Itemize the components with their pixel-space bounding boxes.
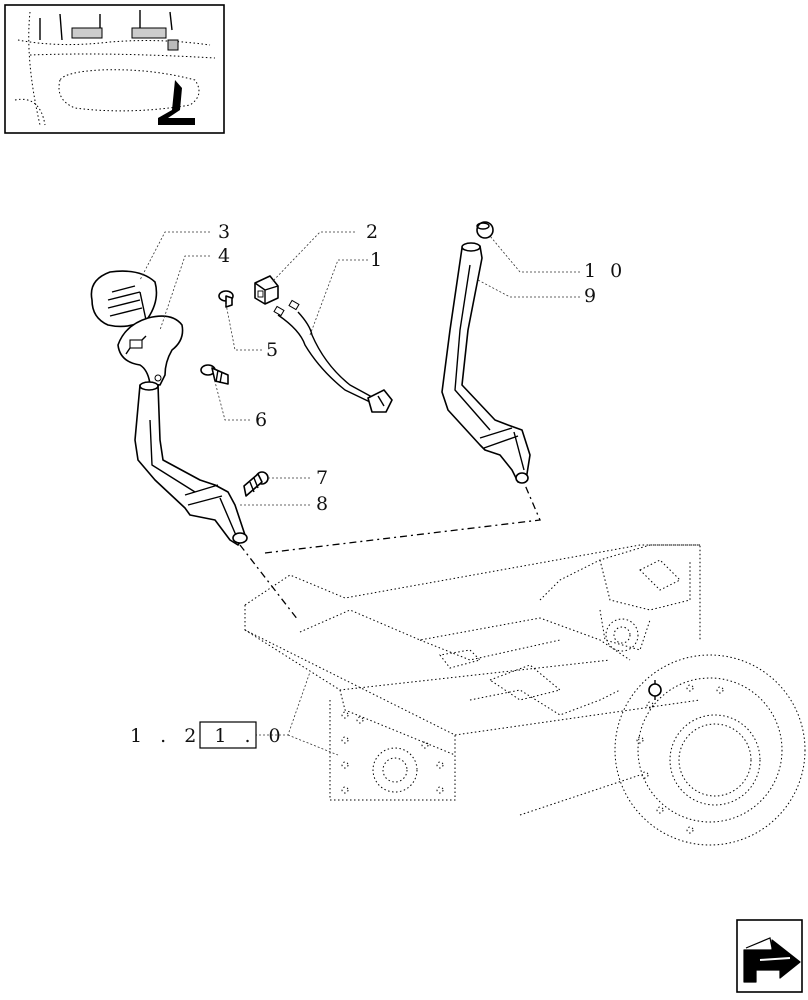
callout-10: 1 0	[584, 260, 626, 282]
part-10-knob	[476, 221, 494, 239]
part-4-plate	[117, 315, 184, 386]
part-5-screw	[218, 290, 234, 308]
assembly-axis-line	[239, 544, 299, 621]
location-thumbnail	[4, 4, 225, 134]
part-3-knob	[90, 270, 158, 328]
callout-5: 5	[266, 339, 278, 361]
next-page-arrow-icon[interactable]	[736, 919, 803, 993]
part-1-cable	[273, 299, 393, 413]
part-6-screw	[200, 364, 229, 385]
callout-9: 9	[584, 285, 596, 307]
cross-reference[interactable]: 1 . 2 1 . 0	[130, 721, 287, 749]
part-8-lever	[134, 381, 248, 546]
callout-8: 8	[316, 493, 328, 515]
part-9-lever	[441, 242, 531, 484]
part-2-switch	[254, 275, 279, 305]
callout-7: 7	[316, 467, 328, 489]
leader-lines	[139, 231, 580, 756]
part-7-screw	[243, 471, 269, 497]
callout-1: 1	[370, 249, 382, 271]
cross-reference-text: 1 . 2 1 . 0	[130, 725, 287, 747]
transmission-housing	[244, 544, 806, 846]
callout-3: 3	[218, 221, 230, 243]
callout-4: 4	[218, 245, 230, 267]
callout-2: 2	[366, 221, 378, 243]
assembly-axis-line-2	[264, 477, 541, 554]
callout-6: 6	[255, 409, 267, 431]
